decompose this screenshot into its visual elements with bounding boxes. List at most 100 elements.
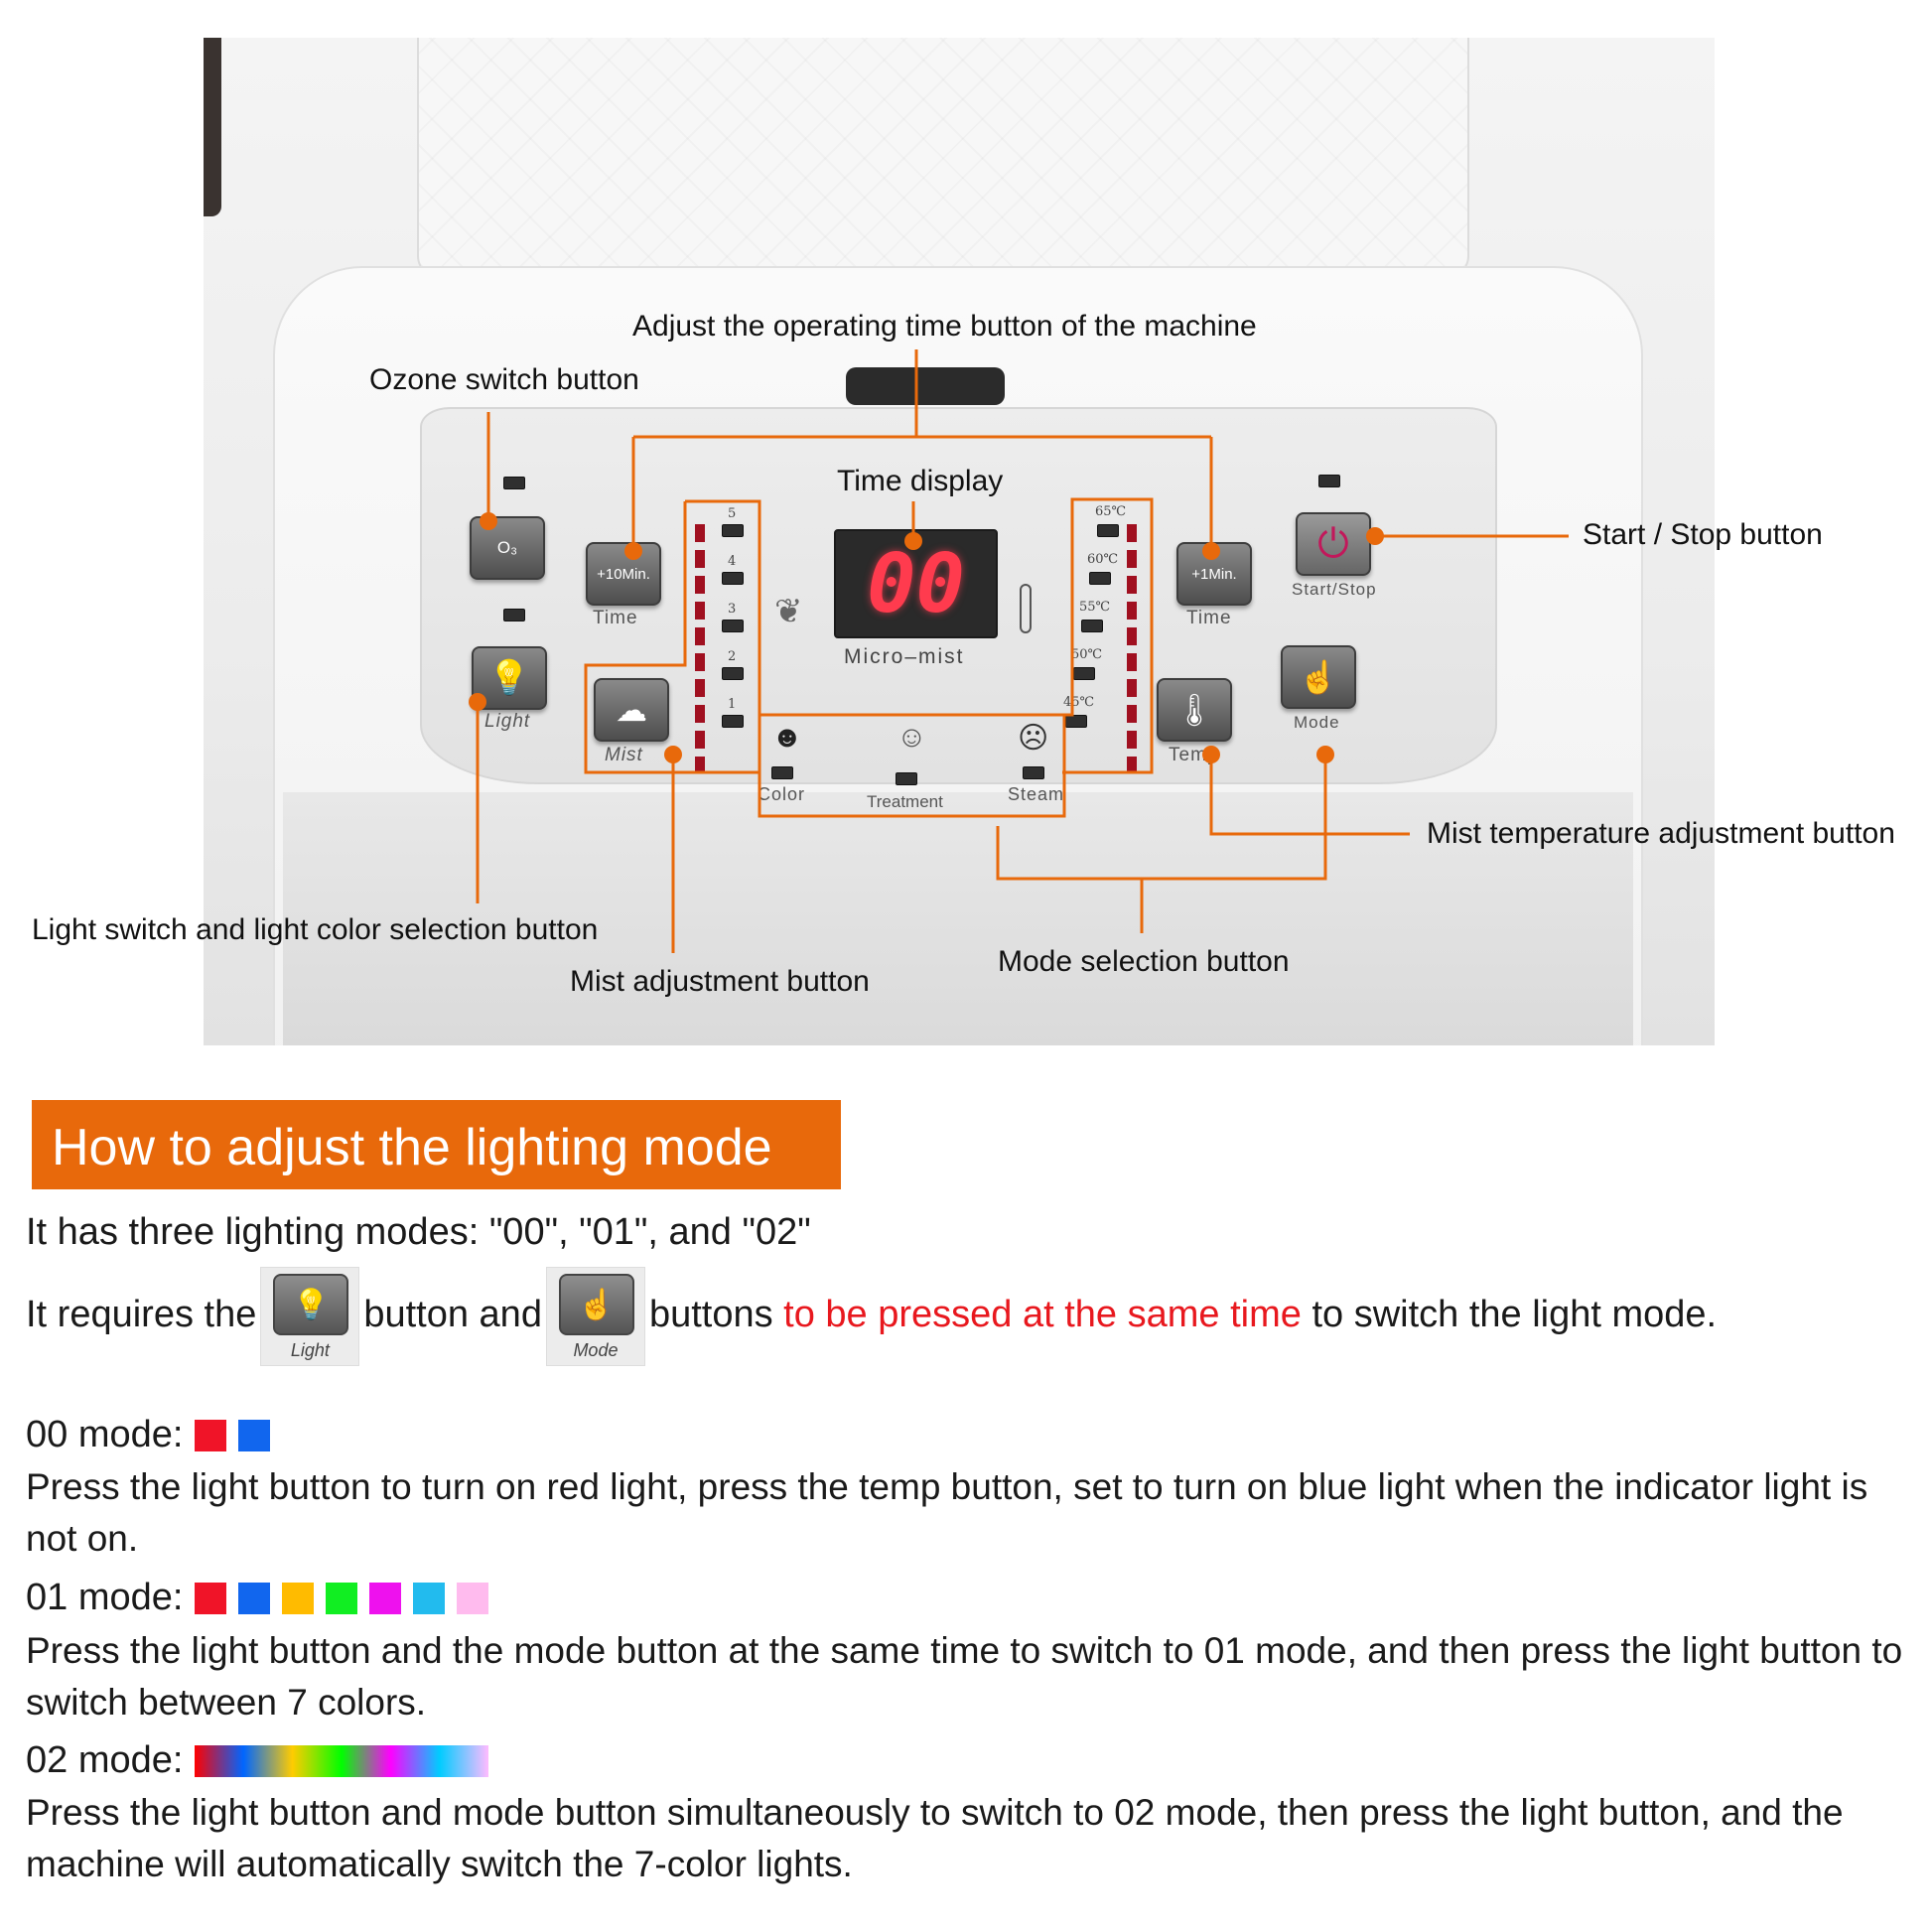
thermometer-icon: 🌡 <box>1173 692 1215 728</box>
micro-mist-label: Micro–mist <box>844 645 965 668</box>
lightbulb-icon: 💡 <box>487 659 531 697</box>
ozone-button[interactable]: O₃ <box>470 516 545 580</box>
requires-part1: It requires the <box>26 1294 257 1336</box>
temp-level-60: 60℃ <box>1087 552 1119 567</box>
annotation-mode-select: Mode selection button <box>998 945 1290 978</box>
temp-level-ramp <box>1127 524 1137 772</box>
mode-02-title: 02 mode: <box>26 1739 184 1781</box>
mist-level-3: 3 <box>728 602 737 617</box>
mode-01-title-row: 01 mode: <box>26 1577 489 1619</box>
annotation-mist-temp: Mist temperature adjustment button <box>1427 817 1895 850</box>
mist-level-1: 1 <box>728 697 737 712</box>
mode-00-title: 00 mode: <box>26 1414 184 1455</box>
color-swatch-3 <box>282 1582 315 1614</box>
start-indicator-led <box>1318 475 1340 487</box>
temp-level-55: 55℃ <box>1079 600 1111 615</box>
mist-level-4: 4 <box>728 554 737 569</box>
requires-part4: to switch the light mode. <box>1311 1294 1718 1336</box>
ozone-indicator-led <box>503 477 525 489</box>
steam-mode-led <box>1023 766 1044 779</box>
treatment-mode-label: Treatment <box>867 792 943 811</box>
annotation-ozone: Ozone switch button <box>369 363 639 396</box>
color-mode-icon: ☻ <box>771 721 803 754</box>
temp-led-65 <box>1097 524 1119 537</box>
temp-label: Temp <box>1169 745 1219 765</box>
plus-1-min-button[interactable]: +1Min. <box>1176 542 1252 606</box>
start-stop-button[interactable]: ⏻ <box>1296 512 1371 576</box>
requires-sentence: It requires the 💡 Light button and ☝ Mode butt… <box>26 1267 1717 1366</box>
color-swatch-2 <box>238 1419 271 1451</box>
temp-level-45: 45℃ <box>1063 695 1095 710</box>
time-label-right: Time <box>1186 608 1232 628</box>
section-heading: How to adjust the lighting mode <box>32 1100 841 1189</box>
inline-mode-button: ☝ Mode <box>545 1267 645 1366</box>
plus-10-min-label: +10Min. <box>597 565 650 583</box>
mode-00-text: Press the light button to turn on red li… <box>26 1466 1868 1559</box>
mist-led-4 <box>722 572 744 585</box>
mist-level-2: 2 <box>728 649 737 664</box>
temp-led-60 <box>1089 572 1111 585</box>
thermometer-small-icon <box>1020 584 1032 633</box>
requires-part2: button and <box>363 1294 542 1336</box>
ozone-label: O₃ <box>496 538 518 557</box>
color-swatch-5 <box>369 1582 402 1614</box>
mode-02-gradient-bar <box>195 1744 489 1777</box>
time-display: 00 <box>834 529 998 638</box>
mist-icon: ☁ <box>616 692 647 728</box>
treatment-mode-led <box>896 772 917 785</box>
coral-icon: ❦ <box>774 593 803 630</box>
requires-highlight: to be pressed at the same time <box>783 1294 1302 1336</box>
product-photo: O₃ +10Min. Time +1Min. Time ⏻ Start/Stop… <box>204 38 1715 1045</box>
color-mode-label: Color <box>758 784 806 804</box>
mist-led-2 <box>722 667 744 680</box>
mode-02-text: Press the light button and mode button s… <box>26 1792 1844 1884</box>
annotation-light-switch: Light switch and light color selection b… <box>32 913 599 946</box>
mode-00-title-row: 00 mode: <box>26 1414 271 1456</box>
steam-mode-icon: ☹ <box>1018 722 1049 755</box>
mode-00-swatches <box>195 1419 271 1451</box>
device-edge <box>204 38 221 216</box>
mist-led-5 <box>722 524 744 537</box>
mode-01-title: 01 mode: <box>26 1577 184 1618</box>
plus-1-min-label: +1Min. <box>1191 565 1237 583</box>
intro-text: It has three lighting modes: "00", "01",… <box>26 1211 811 1253</box>
steam-mode-label: Steam <box>1008 784 1065 804</box>
mode-02-title-row: 02 mode: <box>26 1739 489 1782</box>
annotation-mist-adjust: Mist adjustment button <box>570 965 870 998</box>
color-swatch-6 <box>413 1582 446 1614</box>
mist-led-1 <box>722 715 744 728</box>
inline-light-button: 💡 Light <box>260 1267 360 1366</box>
inline-lightbulb-icon: 💡 <box>273 1274 349 1335</box>
inline-hand-press-icon: ☝ <box>558 1274 634 1335</box>
inline-light-label: Light <box>290 1340 330 1360</box>
light-label: Light <box>484 711 531 732</box>
light-indicator-led <box>503 609 525 621</box>
light-button[interactable]: 💡 <box>472 646 547 710</box>
device-slot <box>846 367 1005 405</box>
requires-part3: buttons <box>648 1294 773 1336</box>
mist-level-5: 5 <box>728 506 737 521</box>
temp-level-50: 50℃ <box>1071 647 1103 662</box>
time-display-digits: 00 <box>867 536 965 631</box>
color-swatch-7 <box>457 1582 489 1614</box>
temp-led-55 <box>1081 620 1103 632</box>
mode-01-swatches <box>195 1582 489 1614</box>
mode-button[interactable]: ☝ <box>1281 645 1356 709</box>
temp-level-65: 65℃ <box>1095 504 1127 519</box>
color-swatch-4 <box>326 1582 358 1614</box>
mode-01-text: Press the light button and the mode butt… <box>26 1630 1903 1723</box>
plus-10-min-button[interactable]: +10Min. <box>586 542 661 606</box>
mode-label: Mode <box>1294 713 1340 732</box>
mist-label: Mist <box>605 745 643 765</box>
color-mode-led <box>771 766 793 779</box>
color-swatch-2 <box>238 1582 271 1614</box>
start-stop-label: Start/Stop <box>1292 580 1377 599</box>
temp-button[interactable]: 🌡 <box>1157 678 1232 742</box>
color-swatch-1 <box>195 1582 227 1614</box>
annotation-time-display: Time display <box>837 465 1004 497</box>
temp-led-45 <box>1065 715 1087 728</box>
annotation-adjust-time: Adjust the operating time button of the … <box>632 310 1257 343</box>
inline-mode-label: Mode <box>573 1340 619 1360</box>
device-lid <box>417 38 1469 306</box>
mist-button[interactable]: ☁ <box>594 678 669 742</box>
